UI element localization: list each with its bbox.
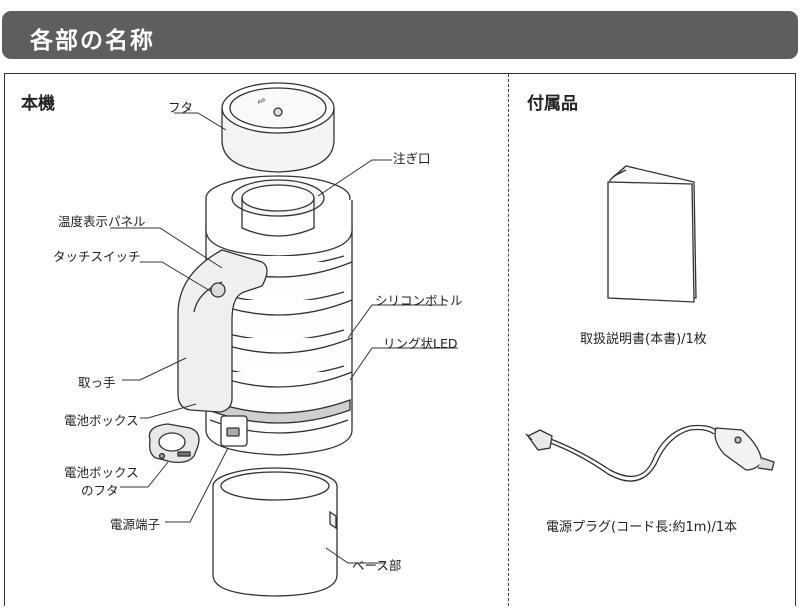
caption-manual: 取扱説明書(本書)/1枚 <box>580 332 707 347</box>
accessories-title: 付属品 <box>527 94 578 114</box>
caption-power-plug: 電源プラグ(コード長:約1m)/1本 <box>546 520 738 535</box>
label-base: ベース部 <box>352 558 402 573</box>
label-battery-box: 電池ボックス <box>64 413 139 428</box>
section-title: 各部の名称 <box>30 28 155 54</box>
content-frame <box>4 73 796 606</box>
section-header: 各部の名称 <box>2 11 798 59</box>
base-drawing <box>212 467 338 597</box>
svg-text:AIR: AIR <box>257 97 267 106</box>
label-power-terminal: 電源端子 <box>110 517 161 532</box>
bottle-drawing <box>177 175 353 456</box>
lid-drawing: AIR <box>221 82 335 173</box>
label-battery-lid-line2: のフタ <box>81 483 119 498</box>
label-touch-switch: タッチスイッチ <box>53 249 141 264</box>
label-battery-lid-line1: 電池ボックス <box>64 465 139 480</box>
manual-drawing <box>607 165 697 303</box>
label-temp-panel: 温度表示パネル <box>58 214 146 229</box>
dashed-divider <box>508 74 509 606</box>
label-lid: フタ <box>168 100 194 115</box>
label-spout: 注ぎ口 <box>393 151 431 166</box>
battery-lid-drawing <box>148 423 200 464</box>
label-handle: 取っ手 <box>78 375 116 390</box>
label-ring-led: リング状LED <box>383 336 458 351</box>
plug-drawing <box>525 424 775 482</box>
label-silicone-bottle: シリコンボトル <box>375 293 463 308</box>
main-unit-title: 本機 <box>21 94 55 114</box>
leader-lines <box>110 112 458 564</box>
